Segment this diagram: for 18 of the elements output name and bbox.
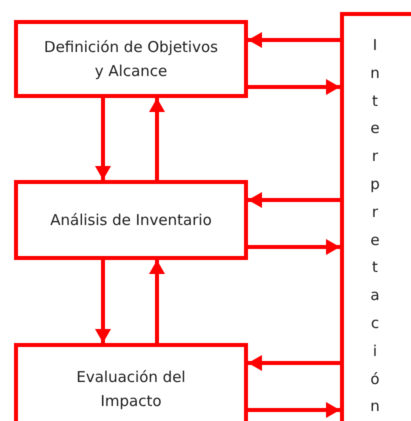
box-label: Análisis de Inventario xyxy=(50,210,212,231)
arrow xyxy=(248,402,340,418)
box-label: Interpretación xyxy=(370,35,380,418)
arrow xyxy=(95,98,111,180)
arrow xyxy=(248,239,340,255)
process-box xyxy=(14,180,248,260)
arrow xyxy=(149,260,165,343)
arrow xyxy=(248,192,340,208)
arrow xyxy=(248,79,340,95)
box-label: Definición de Objetivos y Alcance xyxy=(44,37,218,82)
process-box xyxy=(14,20,248,98)
process-box xyxy=(14,343,248,421)
arrow xyxy=(248,32,340,48)
arrow xyxy=(149,98,165,180)
stage-panel xyxy=(340,12,411,421)
arrow xyxy=(95,260,111,343)
arrow xyxy=(248,355,340,371)
box-label: Evaluación del Impacto xyxy=(75,367,187,412)
